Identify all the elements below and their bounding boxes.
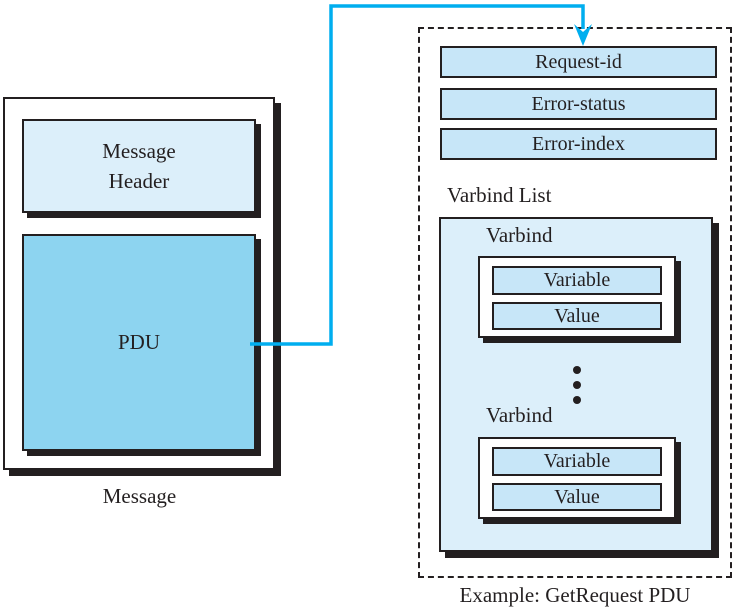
error-index-field: Error-index [440, 128, 717, 160]
error-status-label: Error-status [531, 92, 626, 115]
variable-label: Variable [543, 450, 611, 472]
variable-field: Variable [492, 447, 662, 476]
varbind-1-label: Varbind [486, 223, 553, 247]
value-field: Value [492, 302, 662, 330]
request-id-label: Request-id [535, 50, 622, 73]
varbind-list-label: Varbind List [447, 183, 552, 207]
pdu-label: PDU [117, 330, 160, 354]
message-header-label: Message Header [102, 139, 176, 193]
request-id-field: Request-id [440, 46, 717, 78]
value-label: Value [554, 485, 600, 508]
error-status-field: Error-status [440, 88, 717, 120]
example-caption: Example: GetRequest PDU [459, 583, 691, 607]
variable-field: Variable [492, 266, 662, 295]
value-label: Value [554, 304, 600, 327]
value-field: Value [492, 483, 662, 511]
pdu-box: PDU [22, 234, 256, 451]
varbind-2-box: Variable Value [478, 437, 676, 519]
varbind-1-box: Variable Value [478, 256, 676, 338]
variable-label: Variable [543, 269, 611, 291]
varbind-2-label: Varbind [486, 403, 553, 427]
error-index-label: Error-index [532, 132, 625, 155]
message-header-box: Message Header [22, 119, 256, 213]
message-caption: Message [102, 484, 177, 508]
ellipsis-dots [573, 366, 581, 404]
